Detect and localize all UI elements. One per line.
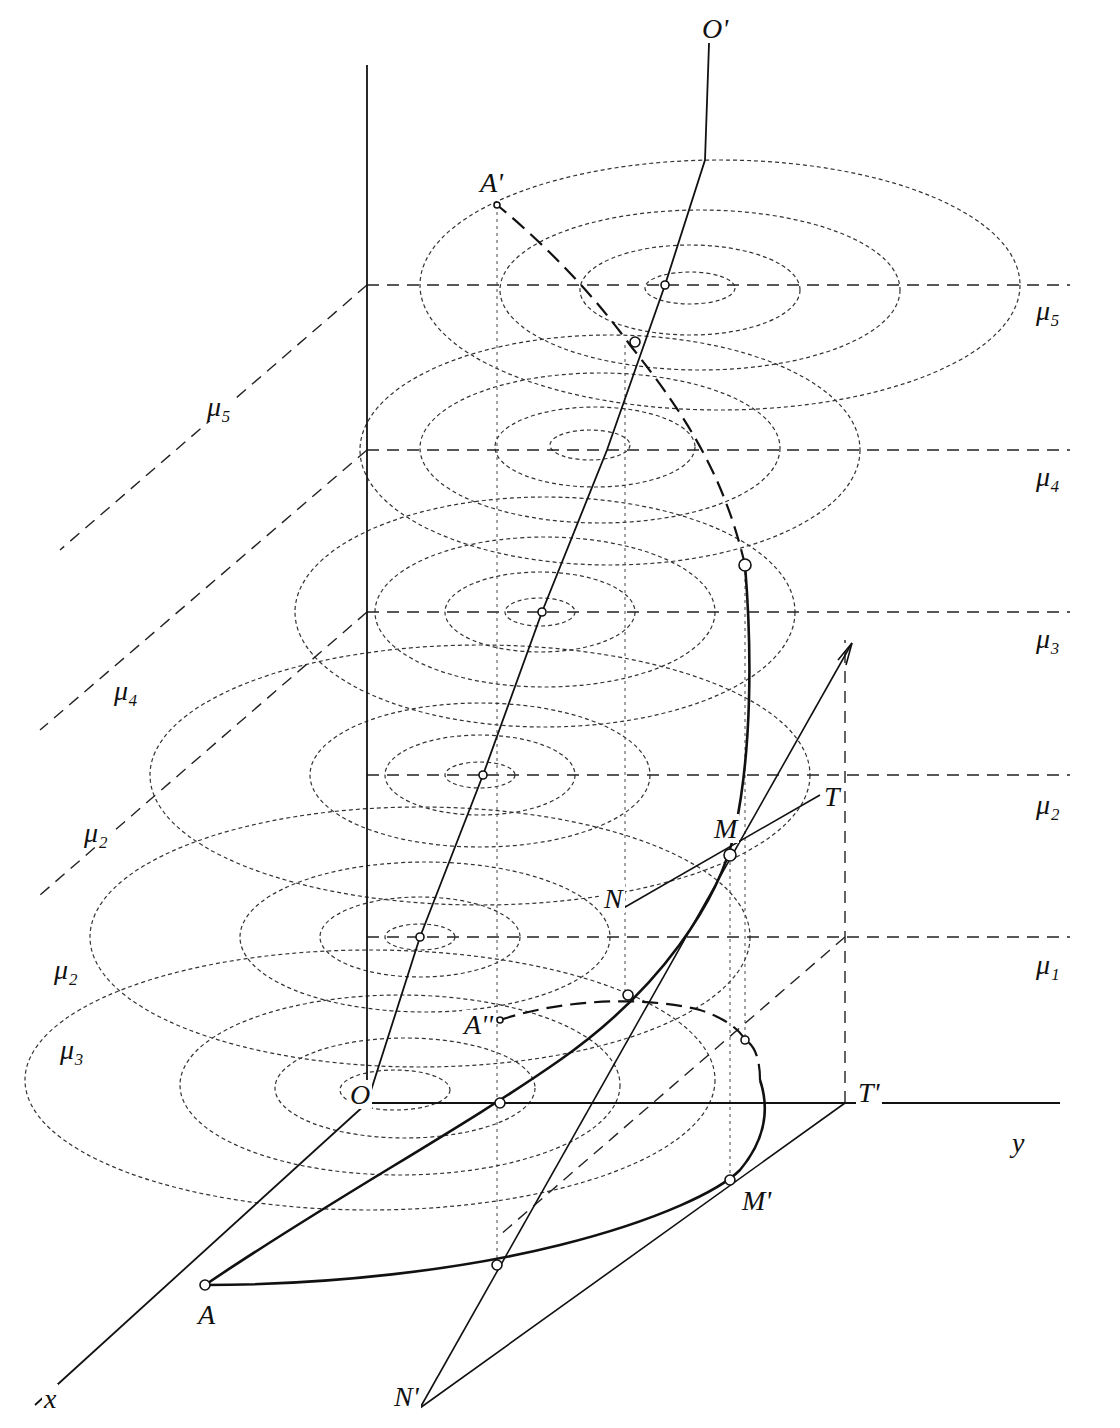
point-label: N' (392, 1382, 421, 1411)
points (200, 202, 751, 1290)
point-label: O' (700, 14, 730, 43)
point-label: M (712, 814, 739, 843)
point-label: N (602, 884, 625, 913)
point-label: A (196, 1300, 217, 1329)
dashed-curves (497, 205, 760, 1080)
point-label: μ₃ (58, 1035, 86, 1064)
point-label: μ₅ (205, 392, 233, 421)
point-label: A' (478, 168, 505, 197)
point-label: μ₂ (82, 818, 110, 847)
point-label: M' (740, 1186, 773, 1215)
point-label: O (348, 1080, 372, 1109)
level-ellipses (25, 160, 1020, 1210)
point-label: μ₂ (52, 955, 80, 984)
point-label: T (822, 782, 842, 811)
axes (35, 15, 1060, 1405)
tangent-lines (420, 643, 852, 1408)
point-label: μ₅ (1034, 296, 1062, 325)
point-label: T' (856, 1078, 882, 1107)
point-label: y (1010, 1128, 1026, 1157)
point-label: μ₂ (1034, 790, 1062, 819)
point-label: μ₄ (112, 676, 140, 705)
point-label: μ₃ (1034, 624, 1062, 653)
point-label: μ₁ (1034, 950, 1062, 979)
projection-lines (497, 205, 745, 1265)
point-label: A'' (462, 1010, 495, 1039)
point-label: x (42, 1384, 58, 1413)
point-label: μ₄ (1034, 462, 1062, 491)
curves (205, 565, 765, 1285)
level-lines (40, 285, 1070, 1235)
